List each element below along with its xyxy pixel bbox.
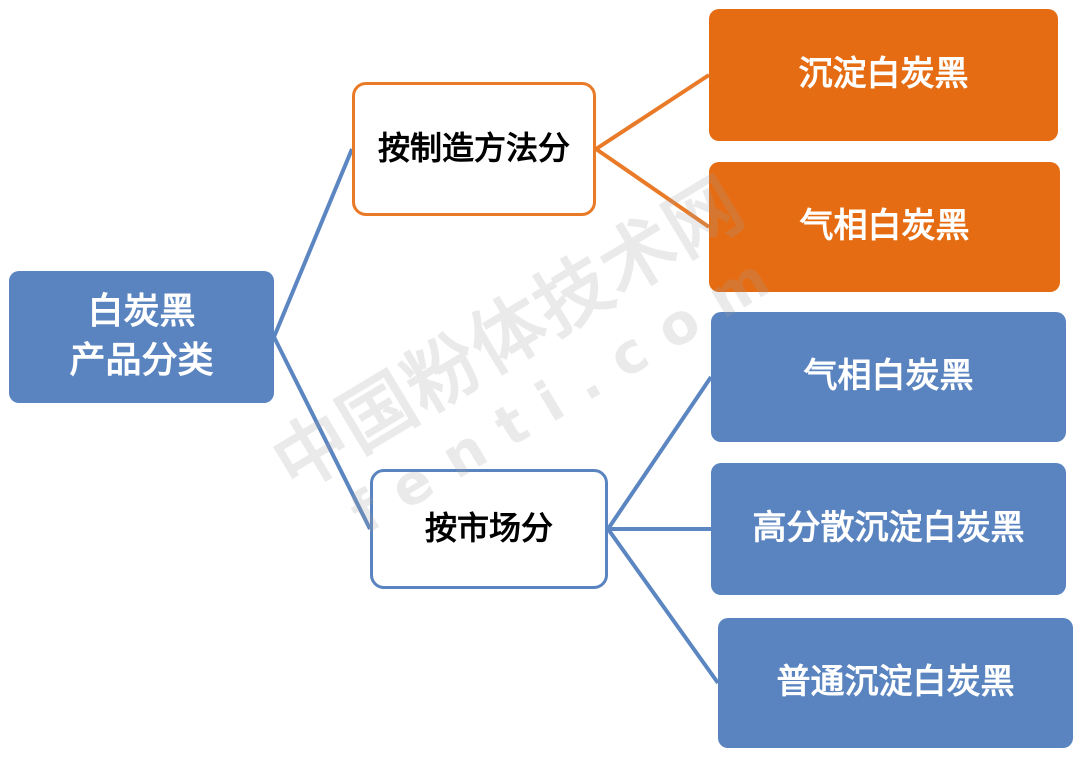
leaf-label: 气相白炭黑 [799, 206, 970, 247]
root-title-line-1: 白炭黑 [87, 291, 196, 333]
connector-market-to-leaf-5 [606, 527, 720, 685]
branch-node-market: 按市场分 [370, 469, 608, 589]
root-node: 白炭黑 产品分类 [9, 271, 274, 403]
leaf-label: 沉淀白炭黑 [798, 54, 969, 95]
leaf-node: 沉淀白炭黑 [709, 9, 1058, 141]
branch-label: 按制造方法分 [377, 129, 570, 168]
leaf-label: 普通沉淀白炭黑 [776, 662, 1015, 703]
leaf-label: 高分散沉淀白炭黑 [752, 508, 1025, 549]
connector-root-to-method [272, 148, 354, 338]
leaf-node: 普通沉淀白炭黑 [718, 618, 1073, 748]
connector-market-to-leaf-3 [606, 375, 713, 531]
leaf-label: 气相白炭黑 [803, 356, 974, 397]
root-title-line-2: 产品分类 [69, 340, 214, 381]
leaf-node: 气相白炭黑 [711, 312, 1066, 442]
branch-label: 按市场分 [424, 509, 553, 548]
leaf-node: 气相白炭黑 [709, 162, 1060, 292]
connector-method-to-leaf-1 [594, 73, 711, 151]
leaf-node: 高分散沉淀白炭黑 [711, 463, 1066, 595]
connector-method-to-leaf-2 [594, 147, 711, 229]
branch-node-method: 按制造方法分 [352, 82, 596, 216]
connector-root-to-market [272, 336, 372, 530]
